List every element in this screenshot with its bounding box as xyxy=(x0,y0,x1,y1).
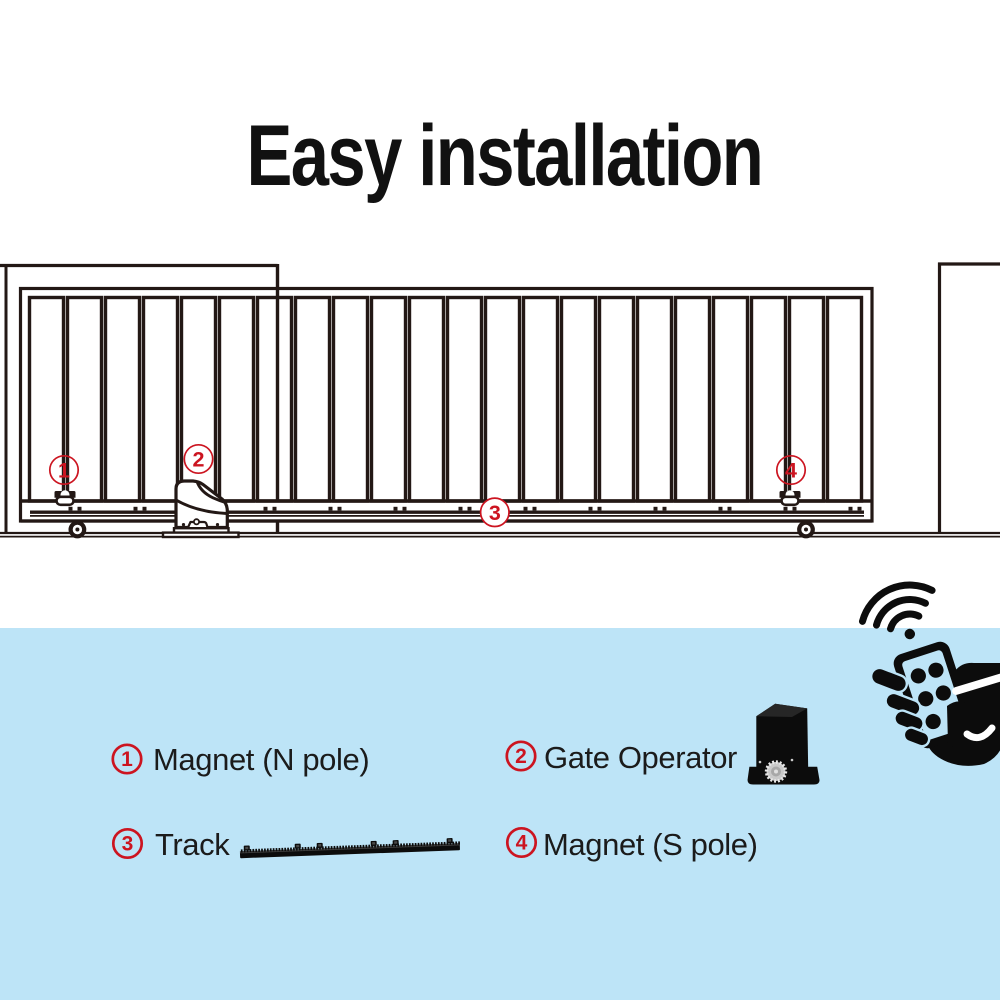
svg-text:4: 4 xyxy=(516,832,528,855)
svg-text:2: 2 xyxy=(193,448,205,472)
svg-text:1: 1 xyxy=(58,459,70,483)
svg-text:2: 2 xyxy=(515,745,527,768)
svg-text:1: 1 xyxy=(121,748,133,771)
svg-text:3: 3 xyxy=(489,501,501,525)
svg-text:3: 3 xyxy=(122,833,134,856)
svg-text:4: 4 xyxy=(785,459,797,483)
